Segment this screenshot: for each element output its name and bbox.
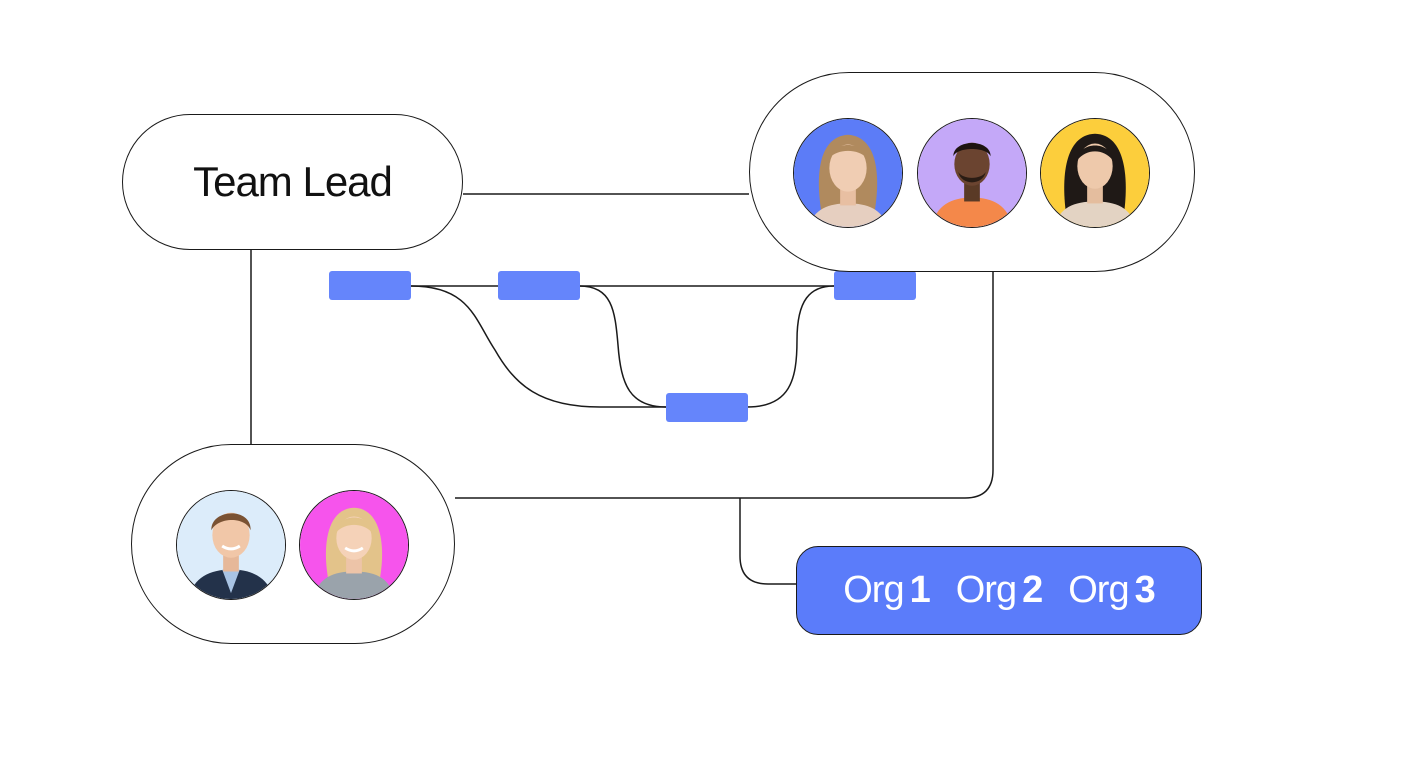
connector-node4-to-node3: [746, 285, 835, 408]
connector-node1-to-node4: [410, 285, 666, 408]
person-avatar-woman-long-hair-icon: [793, 118, 903, 228]
flow-node-1[interactable]: [329, 271, 411, 300]
person-avatar-woman-dark-hair-icon: [1040, 118, 1150, 228]
connector-to-org-box: [739, 498, 796, 585]
connector-node2-to-node4: [578, 285, 667, 408]
top-team-group[interactable]: [749, 72, 1195, 272]
person-avatar-man-orange-shirt-icon: [917, 118, 1027, 228]
person-avatar-woman-blonde-icon: [299, 490, 409, 600]
connector-top-group-to-bottom-group: [455, 272, 994, 499]
flow-node-3[interactable]: [834, 271, 916, 300]
person-avatar-man-suit-icon: [176, 490, 286, 600]
team-lead-node[interactable]: Team Lead: [122, 114, 463, 250]
team-lead-label: Team Lead: [193, 158, 393, 205]
flow-node-2[interactable]: [498, 271, 580, 300]
bottom-team-group[interactable]: [131, 444, 455, 644]
flow-node-4[interactable]: [666, 393, 748, 422]
